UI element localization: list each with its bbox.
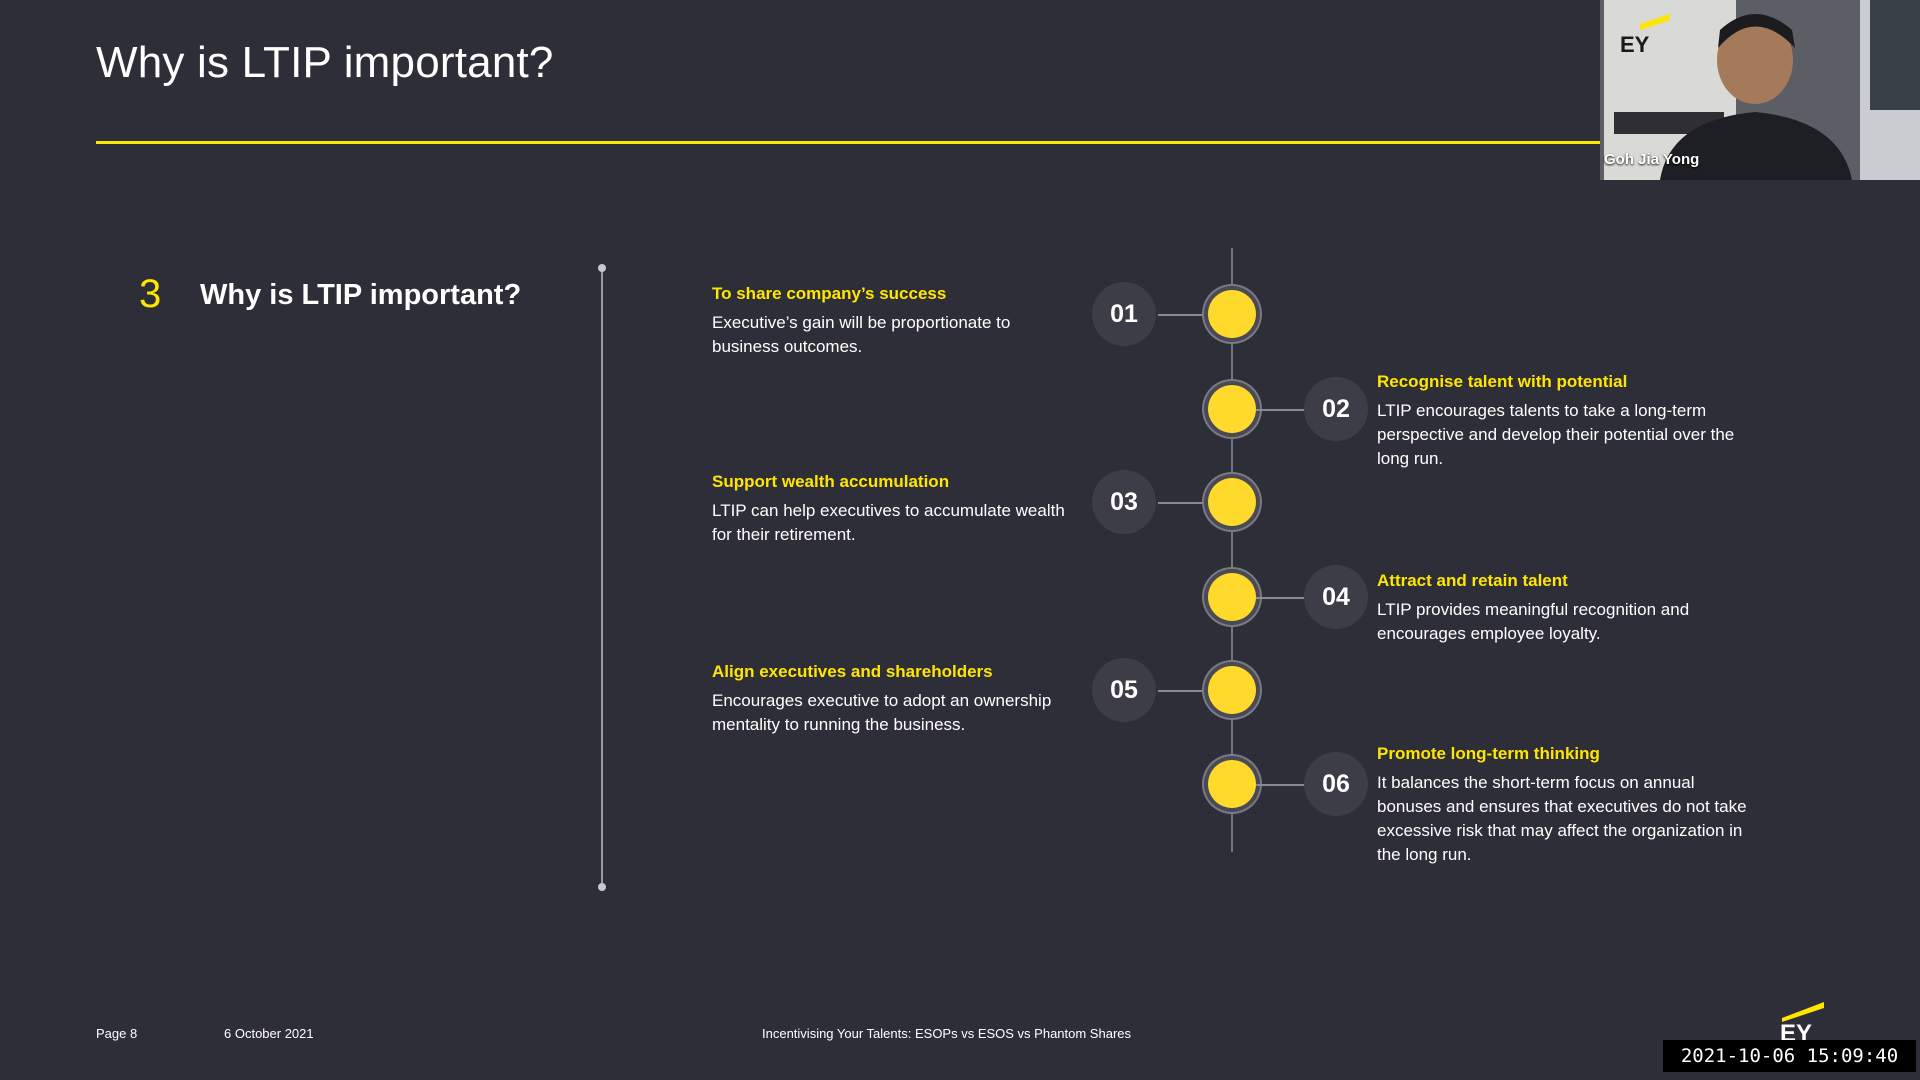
timeline-node-06 (1208, 760, 1256, 808)
recording-timestamp: 2021-10-06 15:09:40 (1663, 1040, 1916, 1072)
timeline-badge-02: 02 (1304, 377, 1368, 441)
timeline-connector-01 (1158, 314, 1210, 316)
timeline-node-04 (1208, 573, 1256, 621)
section-title: Why is LTIP important? (200, 279, 522, 311)
timeline-node-03 (1208, 478, 1256, 526)
timeline-node-01 (1208, 290, 1256, 338)
footer-page-number: Page 8 (96, 1026, 138, 1041)
timeline-connector-02 (1256, 409, 1306, 411)
timeline-item-title: To share company’s success (712, 284, 947, 303)
timeline-spine (1231, 248, 1233, 852)
timeline-node-05 (1208, 666, 1256, 714)
timeline-badge-03: 03 (1092, 470, 1156, 534)
timeline-item-desc: LTIP can help executives to accumulate w… (712, 501, 1065, 544)
timeline-item-title: Support wealth accumulation (712, 472, 950, 491)
section-number: 3 (139, 272, 162, 316)
timeline-item-desc: It balances the short-term focus on annu… (1377, 773, 1747, 864)
timeline-item-02-text: Recognise talent with potential LTIP enc… (1377, 372, 1757, 471)
title-underline (96, 141, 1601, 144)
speaker-video-frame (1600, 0, 1920, 180)
timeline-node-02 (1208, 385, 1256, 433)
timeline-item-title: Promote long-term thinking (1377, 744, 1600, 763)
ey-logo: EY (1778, 1000, 1828, 1047)
timeline-item-05-text: Align executives and shareholders Encour… (712, 662, 1082, 737)
timeline-item-title: Align executives and shareholders (712, 662, 993, 681)
timeline-badge-05: 05 (1092, 658, 1156, 722)
timeline-item-01-text: To share company’s success Executive’s g… (712, 284, 1082, 359)
timeline-item-04-text: Attract and retain talent LTIP provides … (1377, 571, 1757, 646)
timeline-badge-04: 04 (1304, 565, 1368, 629)
timeline-connector-03 (1158, 502, 1210, 504)
timeline-item-desc: Encourages executive to adopt an ownersh… (712, 691, 1052, 734)
ey-logo-mark (1782, 1002, 1824, 1022)
vertical-divider (601, 268, 603, 888)
timeline-item-title: Recognise talent with potential (1377, 372, 1628, 391)
timeline-connector-06 (1256, 784, 1306, 786)
footer-date: 6 October 2021 (224, 1026, 314, 1041)
timeline-item-desc: LTIP provides meaningful recognition and… (1377, 600, 1690, 643)
divider-top-dot (598, 264, 606, 272)
backdrop-ey-logo: EY (1620, 32, 1650, 57)
timeline-connector-05 (1158, 690, 1210, 692)
speaker-video-tile[interactable]: EY (1600, 0, 1920, 180)
timeline-item-title: Attract and retain talent (1377, 571, 1568, 590)
timeline-badge-06: 06 (1304, 752, 1368, 816)
slide-title: Why is LTIP important? (96, 38, 554, 87)
timeline-connector-04 (1256, 597, 1306, 599)
timeline-badge-01: 01 (1092, 282, 1156, 346)
timeline-item-03-text: Support wealth accumulation LTIP can hel… (712, 472, 1082, 547)
speaker-name-label: Goh Jia Yong (1604, 151, 1700, 168)
timeline-item-06-text: Promote long-term thinking It balances t… (1377, 744, 1757, 867)
timeline-item-desc: Executive’s gain will be proportionate t… (712, 313, 1011, 356)
footer-presentation-title: Incentivising Your Talents: ESOPs vs ESO… (762, 1026, 1132, 1041)
timeline-item-desc: LTIP encourages talents to take a long-t… (1377, 401, 1735, 468)
divider-bottom-dot (598, 883, 606, 891)
